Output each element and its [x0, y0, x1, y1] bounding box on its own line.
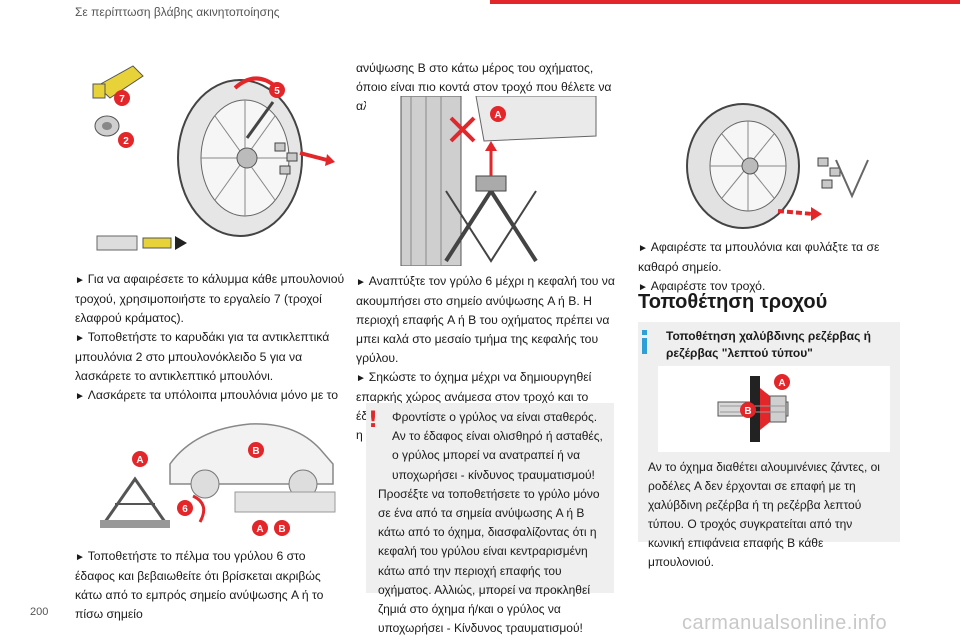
- wheel-icon: [177, 79, 303, 237]
- page-number: 200: [30, 606, 49, 618]
- wheel-cap-tool-icon: [92, 65, 144, 99]
- tool-strip-icon: [96, 235, 187, 251]
- wheel-icon: [686, 103, 800, 229]
- instruction-extend-jack: Αναπτύξτε τον γρύλο 6 μέχρι η κεφαλή του…: [356, 272, 618, 368]
- column-1-text-top: Για να αφαιρέσετε το κάλυμμα κάθε μπουλο…: [75, 270, 345, 425]
- svg-text:A: A: [778, 378, 785, 389]
- warning-box: ! Φροντίστε ο γρύλος να είναι σταθερός. …: [366, 403, 614, 635]
- figure-wheel-bolts: 7 5 2: [75, 58, 340, 263]
- bolt-icons: [274, 142, 298, 175]
- column-3-text-top: Αφαιρέστε τα μπουλόνια και φυλάξτε τα σε…: [638, 238, 903, 297]
- socket-icon: [94, 115, 120, 137]
- svg-text:A: A: [494, 110, 501, 121]
- badge-7: 7: [119, 94, 125, 105]
- svg-text:A: A: [136, 455, 143, 466]
- svg-text:B: B: [744, 406, 751, 417]
- instruction-place-jack: Τοποθετήστε το πέλμα του γρύλου 6 στο έδ…: [75, 547, 345, 624]
- figure-bolt-washer: A B: [658, 366, 890, 452]
- watermark: carmanualsonline.info: [682, 612, 888, 634]
- jack-icon: [100, 476, 170, 528]
- warning-text-2: Προσέξτε να τοποθετήσετε το γρύλο μόνο σ…: [378, 486, 600, 636]
- wrong-position-icon: [449, 116, 476, 143]
- bolt-icons: [817, 157, 841, 189]
- svg-text:6: 6: [182, 504, 188, 515]
- svg-text:B: B: [252, 446, 259, 457]
- figure-remove-wheel: [638, 96, 900, 234]
- header-accent-bar: [490, 0, 960, 4]
- instruction-remove-bolts: Αφαιρέστε τα μπουλόνια και φυλάξτε τα σε…: [638, 238, 903, 277]
- figure-jack-contact: A: [366, 96, 616, 266]
- warning-text-1: Φροντίστε ο γρύλος να είναι σταθερός. Αν…: [392, 410, 603, 482]
- svg-text:A: A: [256, 524, 263, 535]
- info-box: Τοποθέτηση χαλύβδινης ρεζέρβας ή ρεζέρβα…: [638, 322, 900, 569]
- info-text: Αν το όχημα διαθέτει αλουμινένιες ζάντες…: [648, 460, 880, 569]
- badge-2: 2: [123, 136, 129, 147]
- svg-text:B: B: [278, 524, 285, 535]
- running-header: Σε περίπτωση βλάβης ακινητοποίησης: [75, 5, 280, 19]
- info-title: Τοποθέτηση χαλύβδινης ρεζέρβας ή ρεζέρβα…: [666, 329, 872, 360]
- figure-jack-position: A B 6 A B: [75, 404, 340, 541]
- jack-icon: [444, 141, 538, 263]
- instruction-anti-theft: Τοποθετήστε το καρυδάκι για τα αντικλεπτ…: [75, 328, 345, 386]
- instruction-remove-wheel: Αφαιρέστε τον τροχό.: [638, 277, 903, 297]
- instruction-remove-caps: Για να αφαιρέσετε το κάλυμμα κάθε μπουλο…: [75, 270, 345, 328]
- warning-icon: !: [368, 408, 379, 433]
- badge-5: 5: [274, 86, 280, 97]
- info-icon: [642, 330, 647, 354]
- section-title: Τοποθέτηση τροχού: [638, 291, 828, 313]
- column-1-text-bottom: Τοποθετήστε το πέλμα του γρύλου 6 στο έδ…: [75, 547, 345, 624]
